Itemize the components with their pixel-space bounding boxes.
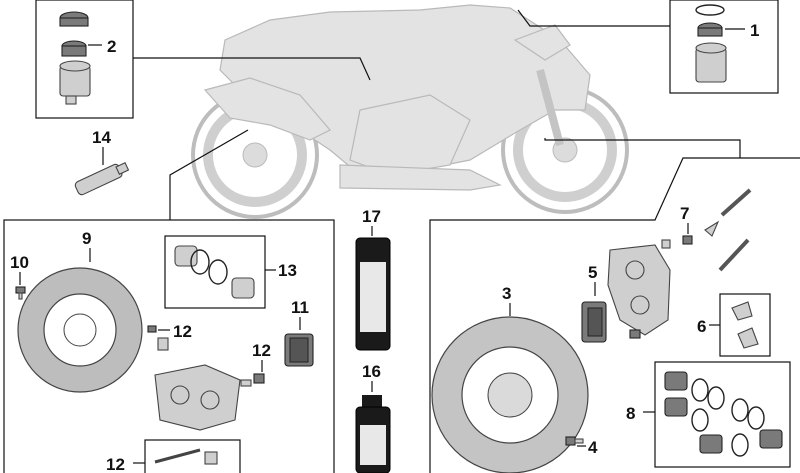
motorcycle-illustration [191, 4, 629, 219]
part-label-8: 8 [626, 404, 635, 423]
reservoir-box-left [35, 0, 134, 119]
part-label-14: 13 [278, 261, 297, 280]
piston-kit-icon-front [664, 371, 783, 457]
brake-fluid-reservoir-icon [59, 11, 91, 105]
front-brake-box [429, 157, 800, 473]
part-label-1: 1 [750, 21, 759, 40]
part-label-12-b: 12 [252, 341, 271, 360]
brake-caliper-icon [154, 364, 241, 431]
part-label-3: 3 [502, 284, 511, 303]
bolt-icon [15, 286, 26, 300]
reservoir-box-right [669, 0, 779, 94]
pin-icon [147, 325, 169, 351]
pin-set-icon [154, 448, 218, 465]
front-brake-caliper-icon [607, 244, 671, 339]
part-label-5: 5 [588, 263, 597, 282]
brake-disc-icon [17, 267, 143, 393]
brake-fluid-bottle-icon [355, 395, 391, 473]
part-label-7: 7 [680, 204, 689, 223]
part-label-4: 4 [588, 438, 598, 457]
part-label-9: 9 [82, 229, 91, 248]
part-label-2: 2 [107, 37, 116, 56]
bolt-icon-front [565, 436, 584, 446]
piston-kit-icon [174, 245, 255, 299]
part-label-10: 10 [10, 253, 29, 272]
brake-pads-icon [284, 333, 314, 367]
part-label-11: 11 [291, 298, 309, 317]
bleed-nipple-icon [240, 373, 265, 387]
part-label-15: 14 [92, 128, 111, 147]
rear-brake-box [3, 219, 335, 473]
part-label-13: 12 [106, 455, 125, 473]
bleed-nipple-icon-front [661, 235, 693, 249]
grease-tube-icon [74, 162, 130, 196]
front-brake-pads-icon [581, 301, 607, 343]
caliper-bolt-icon [704, 188, 752, 272]
part-label-16: 16 [362, 362, 381, 381]
front-brake-disc-icon [431, 316, 589, 473]
pin-set-box [144, 439, 241, 473]
part-label-17: 17 [362, 207, 381, 226]
clip-set-icon [731, 301, 759, 349]
spray-can-icon [355, 237, 391, 351]
piston-kit-box-front [654, 361, 791, 468]
part-label-6: 6 [697, 317, 706, 336]
part-label-12-a: 12 [173, 322, 192, 341]
piston-kit-box-rear [164, 235, 266, 309]
brake-fluid-reservoir-icon-right [695, 4, 727, 83]
